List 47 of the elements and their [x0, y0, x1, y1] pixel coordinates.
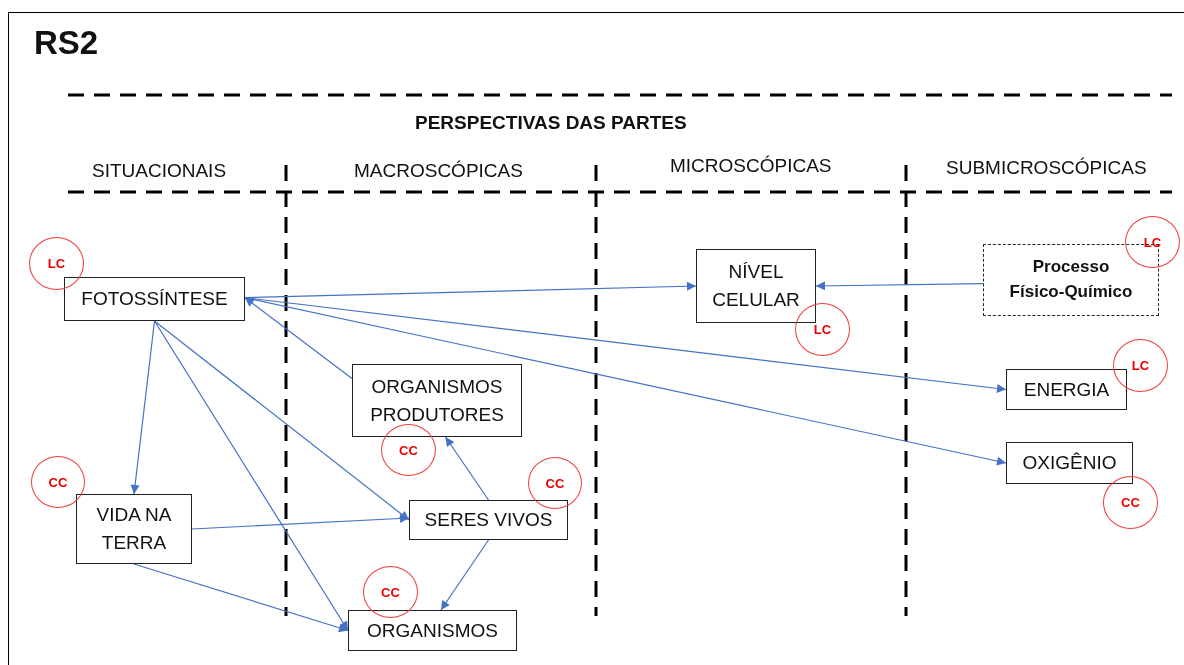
annotation-code: CC — [381, 584, 400, 600]
concept-label: ORGANISMOS PRODUTORES — [369, 374, 505, 427]
concept-box — [76, 494, 192, 564]
diagram-title: RS2 — [34, 24, 99, 62]
annotation-code: LC — [813, 322, 832, 337]
arrow — [191, 513, 410, 530]
arrow — [444, 436, 490, 501]
column-heading: MACROSCÓPICAS — [354, 160, 523, 182]
annotation-code: CC — [545, 475, 565, 491]
concept-box — [409, 500, 568, 540]
concept-label: ORGANISMOS — [367, 618, 498, 643]
arrow — [133, 563, 349, 633]
arrow — [244, 297, 1007, 466]
concept-box — [1006, 369, 1127, 410]
column-heading: MICROSCÓPICAS — [670, 155, 832, 177]
concept-label: VIDA NA TERRA — [95, 503, 173, 555]
concept-label: OXIGÊNIO — [1022, 451, 1117, 476]
concept-label: NÍVEL CELULAR — [711, 260, 801, 312]
concept-label: FOTOSSÍNTESE — [81, 287, 228, 312]
concept-box — [696, 249, 816, 323]
concept-label: Processo Físico-Químico — [1008, 256, 1134, 303]
annotation-code: LC — [1143, 234, 1162, 250]
arrow — [153, 320, 349, 632]
annotation-code: CC — [48, 474, 68, 490]
arrow — [153, 320, 410, 521]
annotation-code: CC — [1121, 495, 1140, 510]
column-heading: SUBMICROSCÓPICAS — [946, 157, 1147, 179]
concept-box — [352, 364, 522, 437]
annotation-circle — [381, 424, 436, 476]
arrow — [130, 320, 156, 495]
annotation-circle — [1103, 476, 1158, 529]
annotation-circle — [363, 566, 418, 618]
arrow — [815, 281, 984, 291]
concept-label: ENERGIA — [1023, 377, 1110, 402]
column-heading: SITUACIONAIS — [92, 160, 227, 182]
annotation-circle — [1125, 216, 1180, 268]
concept-box — [64, 277, 245, 321]
section-heading: PERSPECTIVAS DAS PARTES — [415, 112, 687, 134]
concept-label: SERES VIVOS — [424, 508, 553, 533]
annotation-code: LC — [47, 256, 66, 271]
annotation-circle — [29, 237, 84, 290]
arrow — [244, 297, 353, 380]
concept-box — [1006, 442, 1133, 484]
annotation-code: LC — [1131, 358, 1150, 373]
concept-box — [348, 610, 517, 651]
arrow — [440, 539, 490, 611]
annotation-code: CC — [399, 442, 418, 458]
